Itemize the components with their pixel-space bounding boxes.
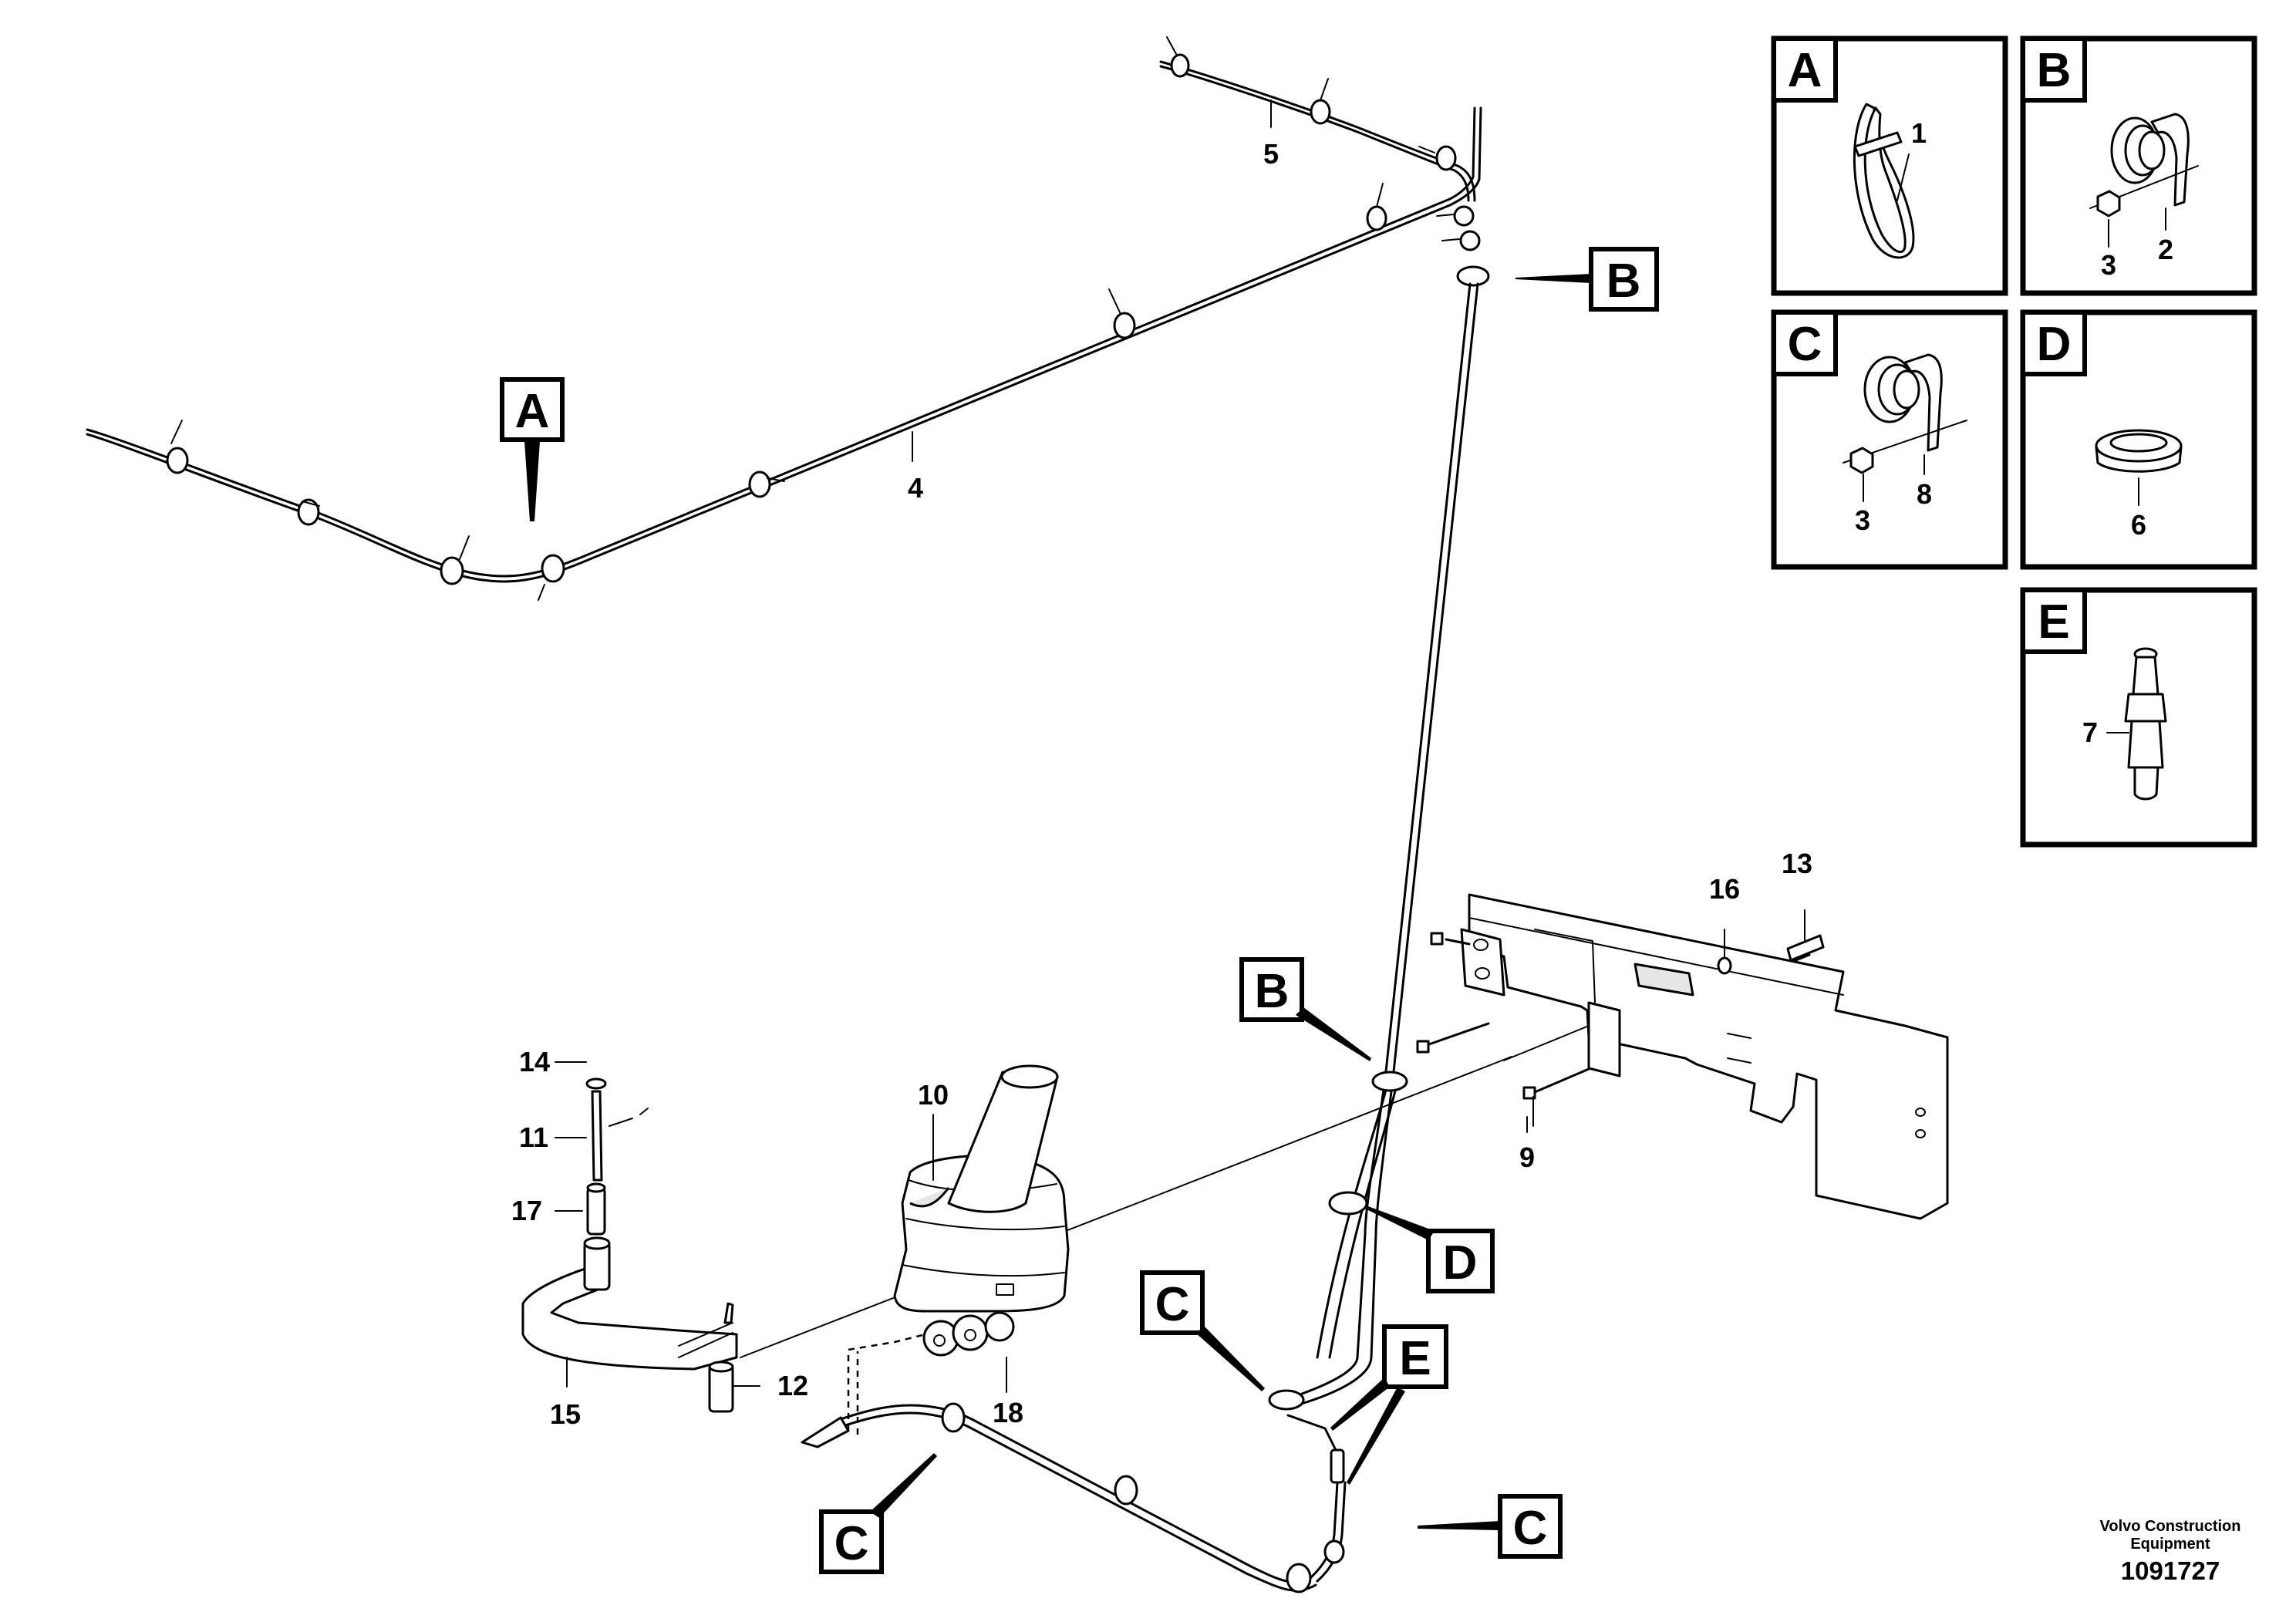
- nut-3: [2096, 190, 2121, 218]
- part-number: 11: [519, 1121, 548, 1153]
- screw-9: [1522, 1067, 1590, 1127]
- hose-clip: [1366, 183, 1387, 231]
- callout-d: D: [1367, 1206, 1495, 1293]
- bolt-13: [1786, 909, 1825, 963]
- part-number: 3: [2101, 249, 2116, 281]
- hose-clip: [941, 1402, 966, 1433]
- screw: [1430, 932, 1471, 946]
- part-number: 14: [519, 1046, 550, 1077]
- part-number: 2: [2158, 234, 2173, 265]
- wire: [1503, 1025, 1590, 1061]
- nozzle: [801, 1416, 850, 1448]
- leader-lines: [555, 99, 1528, 1393]
- part-number: 7: [2082, 717, 2098, 748]
- callout-b-mid-label: B: [1255, 965, 1290, 1018]
- credit-line-1: Volvo Construction: [2100, 1518, 2241, 1535]
- part-number: 5: [1263, 138, 1279, 170]
- part-number: 6: [2131, 509, 2146, 541]
- grommet: [1328, 1191, 1368, 1216]
- detail-panel-d-label: D: [2037, 318, 2072, 371]
- washer-reservoir: [893, 1064, 1070, 1357]
- connector: [1330, 1448, 1345, 1484]
- publisher-credit: Volvo Construction Equipment 1091727: [2100, 1518, 2241, 1585]
- strap-15: [521, 1263, 738, 1371]
- hose-clip: [1436, 205, 1475, 227]
- callout-c-left: C: [1140, 1270, 1265, 1391]
- detail-panel-b: B 3 2: [2020, 35, 2257, 296]
- hose-clip: [1286, 1563, 1312, 1593]
- part-number: 8: [1917, 478, 1932, 510]
- detail-panel-a: A 1: [1771, 35, 2008, 296]
- hose-clip: [748, 470, 785, 498]
- grommet: [1371, 1071, 1408, 1092]
- grommet-clip-2: [2089, 113, 2199, 209]
- callout-a: A: [500, 377, 565, 521]
- callout-c-bottom: C: [819, 1453, 937, 1574]
- upper-hose-assembly: [86, 36, 1490, 601]
- callout-b-top: B: [1515, 247, 1659, 312]
- detail-panel-e-label: E: [2038, 595, 2069, 649]
- sleeve-12: [708, 1361, 734, 1413]
- hose-clip: [440, 535, 470, 585]
- part-number: 1: [1911, 117, 1927, 149]
- sleeve-11: [586, 1182, 606, 1236]
- part-number-labels: 5 4 13 16 9 10 14 11 17 15 12 18: [511, 138, 1812, 1430]
- part-number: 12: [777, 1370, 808, 1401]
- hose-clip: [1114, 1475, 1138, 1506]
- washer-16: [1717, 929, 1732, 975]
- part-number: 13: [1782, 848, 1812, 879]
- mounting-bracket: [1460, 893, 1949, 1220]
- hose-clip: [1418, 145, 1457, 171]
- part-number: 9: [1519, 1141, 1535, 1173]
- part-number: 17: [511, 1195, 542, 1226]
- connector-7: [2124, 647, 2167, 801]
- detail-panel-c: C 3 8: [1771, 309, 2008, 570]
- callout-d-label: D: [1443, 1236, 1478, 1290]
- callout-c-bottom-label: C: [834, 1517, 869, 1570]
- callout-a-label: A: [515, 385, 550, 438]
- lower-hose: [801, 1333, 1317, 1593]
- part-number: 10: [918, 1079, 949, 1111]
- hose-clip: [1166, 36, 1190, 78]
- callout-b-top-label: B: [1607, 255, 1641, 308]
- hose-clip: [297, 498, 320, 526]
- cable-tie-1: [1853, 103, 1915, 259]
- pin-14: [585, 1077, 649, 1182]
- hose-clip: [538, 554, 565, 601]
- hose-clip: [1310, 78, 1331, 125]
- grommet: [1456, 265, 1490, 287]
- callout-e-label: E: [1399, 1332, 1431, 1385]
- callout-c-left-label: C: [1155, 1278, 1190, 1331]
- screw: [1416, 1022, 1490, 1054]
- part-number: 16: [1709, 873, 1740, 905]
- part-number: 4: [908, 472, 923, 504]
- detail-panel-b-label: B: [2037, 44, 2072, 97]
- part-number: 15: [550, 1398, 581, 1430]
- document-number: 1091727: [2121, 1556, 2220, 1585]
- part-number: 18: [993, 1397, 1023, 1428]
- hose-clip: [1323, 1539, 1345, 1564]
- hose-clip: [1441, 230, 1481, 251]
- detail-panel-c-label: C: [1788, 318, 1822, 371]
- callout-b-mid: B: [1239, 957, 1371, 1061]
- grommet-6: [2095, 429, 2183, 473]
- detail-panel-d: D 6: [2020, 309, 2257, 570]
- hose-clip: [166, 420, 189, 474]
- grommet-clip-8: [1843, 353, 1967, 464]
- callout-c-right: C: [1418, 1494, 1563, 1559]
- credit-line-2: Equipment: [2130, 1536, 2210, 1553]
- callout-c-right-label: C: [1513, 1502, 1548, 1555]
- bushing-17: [583, 1236, 611, 1291]
- detail-panel-a-label: A: [1788, 44, 1822, 97]
- detail-panel-e: E 7: [2020, 587, 2257, 848]
- grommet: [1268, 1389, 1305, 1411]
- washer-pump-18: [922, 1311, 1015, 1357]
- hose-clip: [1108, 288, 1136, 339]
- wire: [740, 1056, 1512, 1358]
- part-number: 3: [1855, 504, 1870, 536]
- callout-e: E: [1330, 1324, 1448, 1485]
- nut-3: [1849, 447, 1874, 474]
